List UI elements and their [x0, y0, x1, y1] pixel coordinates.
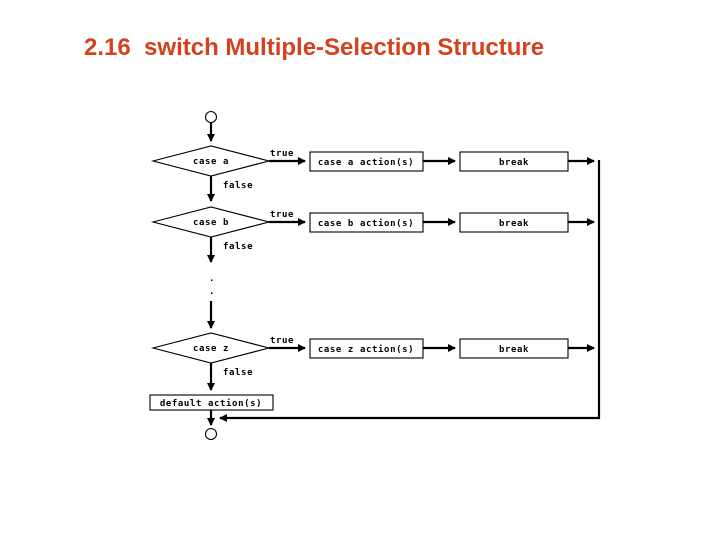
- start-connector-circle: [204, 110, 218, 124]
- ellipsis-dot-1: .: [209, 274, 215, 284]
- false-branch-label-case-b: false: [223, 242, 253, 252]
- process-label-break-z: break: [499, 345, 529, 355]
- end-connector-circle: [204, 427, 218, 441]
- decision-label-case-b: case b: [193, 218, 229, 228]
- false-branch-label-case-z: false: [223, 368, 253, 378]
- ellipsis-dot-2: .: [209, 287, 215, 297]
- process-label-case-a-action: case a action(s): [318, 157, 414, 168]
- decision-label-case-z: case z: [193, 344, 229, 354]
- process-label-break-b: break: [499, 219, 529, 229]
- process-label-default-action: default action(s): [160, 398, 262, 409]
- process-label-break-a: break: [499, 158, 529, 168]
- true-branch-label-case-a: true: [270, 149, 294, 159]
- process-label-case-z-action: case z action(s): [318, 344, 414, 355]
- flowline-exit-rail: [219, 160, 601, 422]
- decision-label-case-a: case a: [193, 157, 229, 167]
- slide-title: 2.16 switch Multiple-Selection Structure: [84, 34, 545, 61]
- process-label-case-b-action: case b action(s): [318, 218, 414, 229]
- true-branch-label-case-z: true: [270, 336, 294, 346]
- true-branch-label-case-b: true: [270, 210, 294, 220]
- false-branch-label-case-a: false: [223, 181, 253, 191]
